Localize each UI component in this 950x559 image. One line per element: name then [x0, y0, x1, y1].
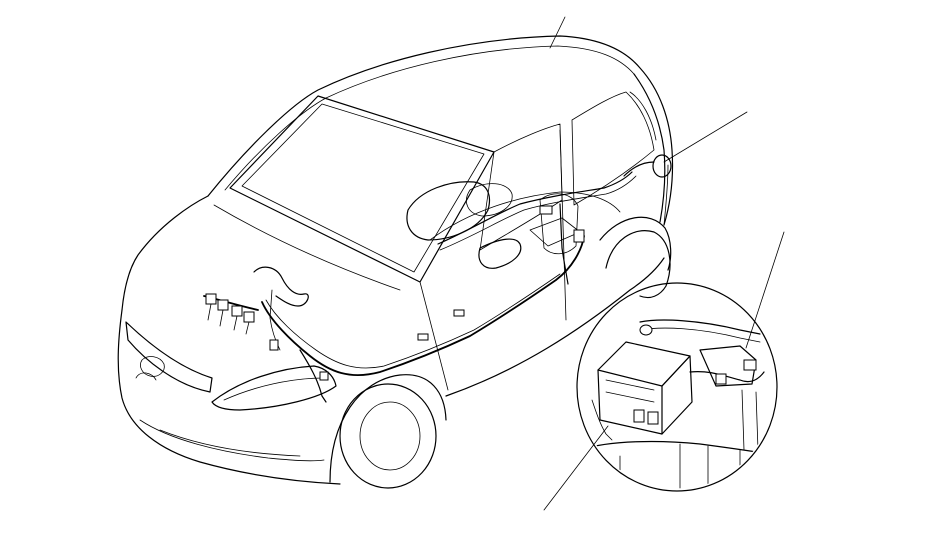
detail-connector-b [743, 359, 757, 371]
headlamp [211, 365, 337, 411]
roof-inner-line [224, 45, 635, 191]
leader-detail-upper [745, 231, 785, 349]
harness-front-branch [299, 349, 327, 403]
engine-connector [269, 339, 279, 351]
dashboard [429, 191, 621, 241]
harness-floor-drop [559, 203, 569, 285]
detail-circle [576, 282, 778, 492]
leader-roof-antenna [549, 16, 566, 49]
fuel-door [652, 154, 672, 178]
leader-fuel-door [663, 111, 748, 163]
side-mirror [406, 181, 491, 241]
connector-1 [453, 309, 465, 317]
front-door-window [479, 123, 563, 251]
front-tire [339, 383, 437, 489]
rear-quarter-window [629, 91, 657, 141]
front-rim [359, 401, 421, 471]
center-console [529, 217, 581, 247]
detail-harness [689, 371, 765, 383]
leader-lines [543, 16, 785, 511]
mirror-inner [478, 238, 522, 269]
leader-detail-lower [543, 425, 609, 511]
grille-upper [125, 321, 213, 393]
detail-magnifier [576, 282, 778, 492]
steering-wheel [466, 183, 513, 217]
seat-outline [539, 193, 579, 255]
engine-harness [203, 266, 309, 351]
hood-crease [213, 204, 401, 291]
injector-2 [217, 299, 229, 311]
injector-lead-1 [207, 303, 212, 321]
emblem [140, 356, 165, 377]
relay-box-side [661, 355, 693, 435]
connector-5 [319, 371, 329, 381]
rear-tire [605, 230, 671, 299]
detail-hose [639, 319, 761, 335]
wiring-harness [261, 161, 655, 403]
injector-lead-2 [219, 309, 224, 327]
connector-3 [539, 205, 553, 215]
rear-pillar [633, 73, 666, 223]
lower-grille [139, 419, 325, 462]
car-body [117, 35, 674, 489]
side-sill [445, 257, 665, 397]
harness-upper-route-2 [439, 175, 637, 251]
lower-grille-2 [159, 429, 301, 457]
front-face [117, 309, 341, 485]
detail-connector-a [715, 373, 727, 385]
harness-main-trunk-2 [265, 273, 561, 369]
rear-body-line [663, 164, 669, 226]
connector-4 [573, 229, 585, 243]
harness-main-trunk [261, 235, 585, 376]
roof-outline [207, 35, 674, 226]
windshield-inner [241, 103, 485, 273]
windshield-frame [229, 95, 495, 283]
relay-box-detail [605, 379, 655, 403]
rear-wheel-arch [599, 216, 672, 271]
front-wheel-arch [329, 374, 447, 483]
engine-harness-loop [253, 266, 309, 307]
headlamp-inner [223, 377, 325, 401]
relay-connector-1 [633, 409, 645, 423]
detail-vertical-1 [741, 389, 759, 451]
injector-1 [205, 293, 217, 305]
harness-upper-route [437, 171, 633, 245]
relay-box-top [597, 341, 691, 387]
injector-3 [231, 305, 243, 317]
injector-lead-3 [233, 315, 238, 331]
harness-rear-branch [623, 161, 655, 177]
rear-door-window [571, 91, 655, 206]
relay-box-front [597, 369, 663, 435]
detail-bolt [639, 324, 653, 336]
detail-bracket [699, 345, 757, 387]
relay-connector-2 [647, 411, 659, 425]
hood-outline [121, 195, 209, 311]
fog-lamp [135, 372, 157, 381]
engine-harness-drop [269, 289, 281, 351]
injector-lead-4 [245, 321, 250, 335]
connector-2 [417, 333, 429, 341]
injector-4 [243, 311, 255, 323]
front-door-line [419, 281, 449, 391]
detail-wiring-left [591, 399, 613, 441]
